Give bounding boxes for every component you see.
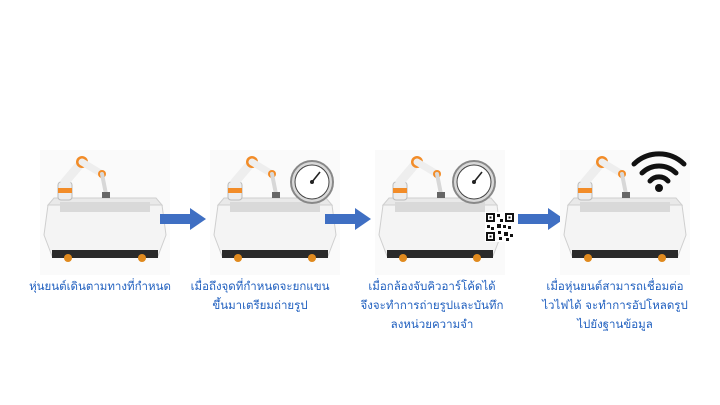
caption-line: ไปยังฐานข้อมูล [577, 317, 653, 331]
pressure-gauge-icon [452, 160, 496, 204]
caption-line: เมื่อกล้องจับคิวอาร์โค้ดได้ [368, 279, 496, 293]
right-arrow-icon [325, 208, 371, 230]
step-2-caption: เมื่อถึงจุดที่กำหนดจะยกแขน ขึ้นมาเตรียมถ… [190, 277, 330, 315]
caption-line: ไวไฟได้ จะทำการอัปโหลดรูป [542, 298, 688, 312]
step-1-robot [40, 150, 170, 275]
wifi-icon [631, 151, 687, 192]
caption-line: เมื่อถึงจุดที่กำหนดจะยกแขน [190, 279, 330, 293]
right-arrow-icon [160, 208, 206, 230]
pressure-gauge-icon [290, 160, 334, 204]
caption-line: ลงหน่วยความจำ [390, 317, 474, 331]
step-1-caption: หุ่นยนต์เดินตามทางที่กำหนด [15, 277, 185, 296]
caption-line: เมื่อหุ่นยนต์สามารถเชื่อมต่อ [546, 279, 684, 293]
qr-code-icon [485, 212, 515, 242]
robot-cart-icon [40, 150, 170, 275]
step-4-caption: เมื่อหุ่นยนต์สามารถเชื่อมต่อ ไวไฟได้ จะท… [530, 277, 700, 334]
caption-line: หุ่นยนต์เดินตามทางที่กำหนด [29, 279, 171, 293]
caption-line: ขึ้นมาเตรียมถ่ายรูป [212, 298, 308, 312]
right-arrow-icon [518, 208, 564, 230]
step-3-caption: เมื่อกล้องจับคิวอาร์โค้ดได้ จึงจะทำการถ่… [348, 277, 516, 334]
caption-line: จึงจะทำการถ่ายรูปและบันทึก [360, 298, 504, 312]
